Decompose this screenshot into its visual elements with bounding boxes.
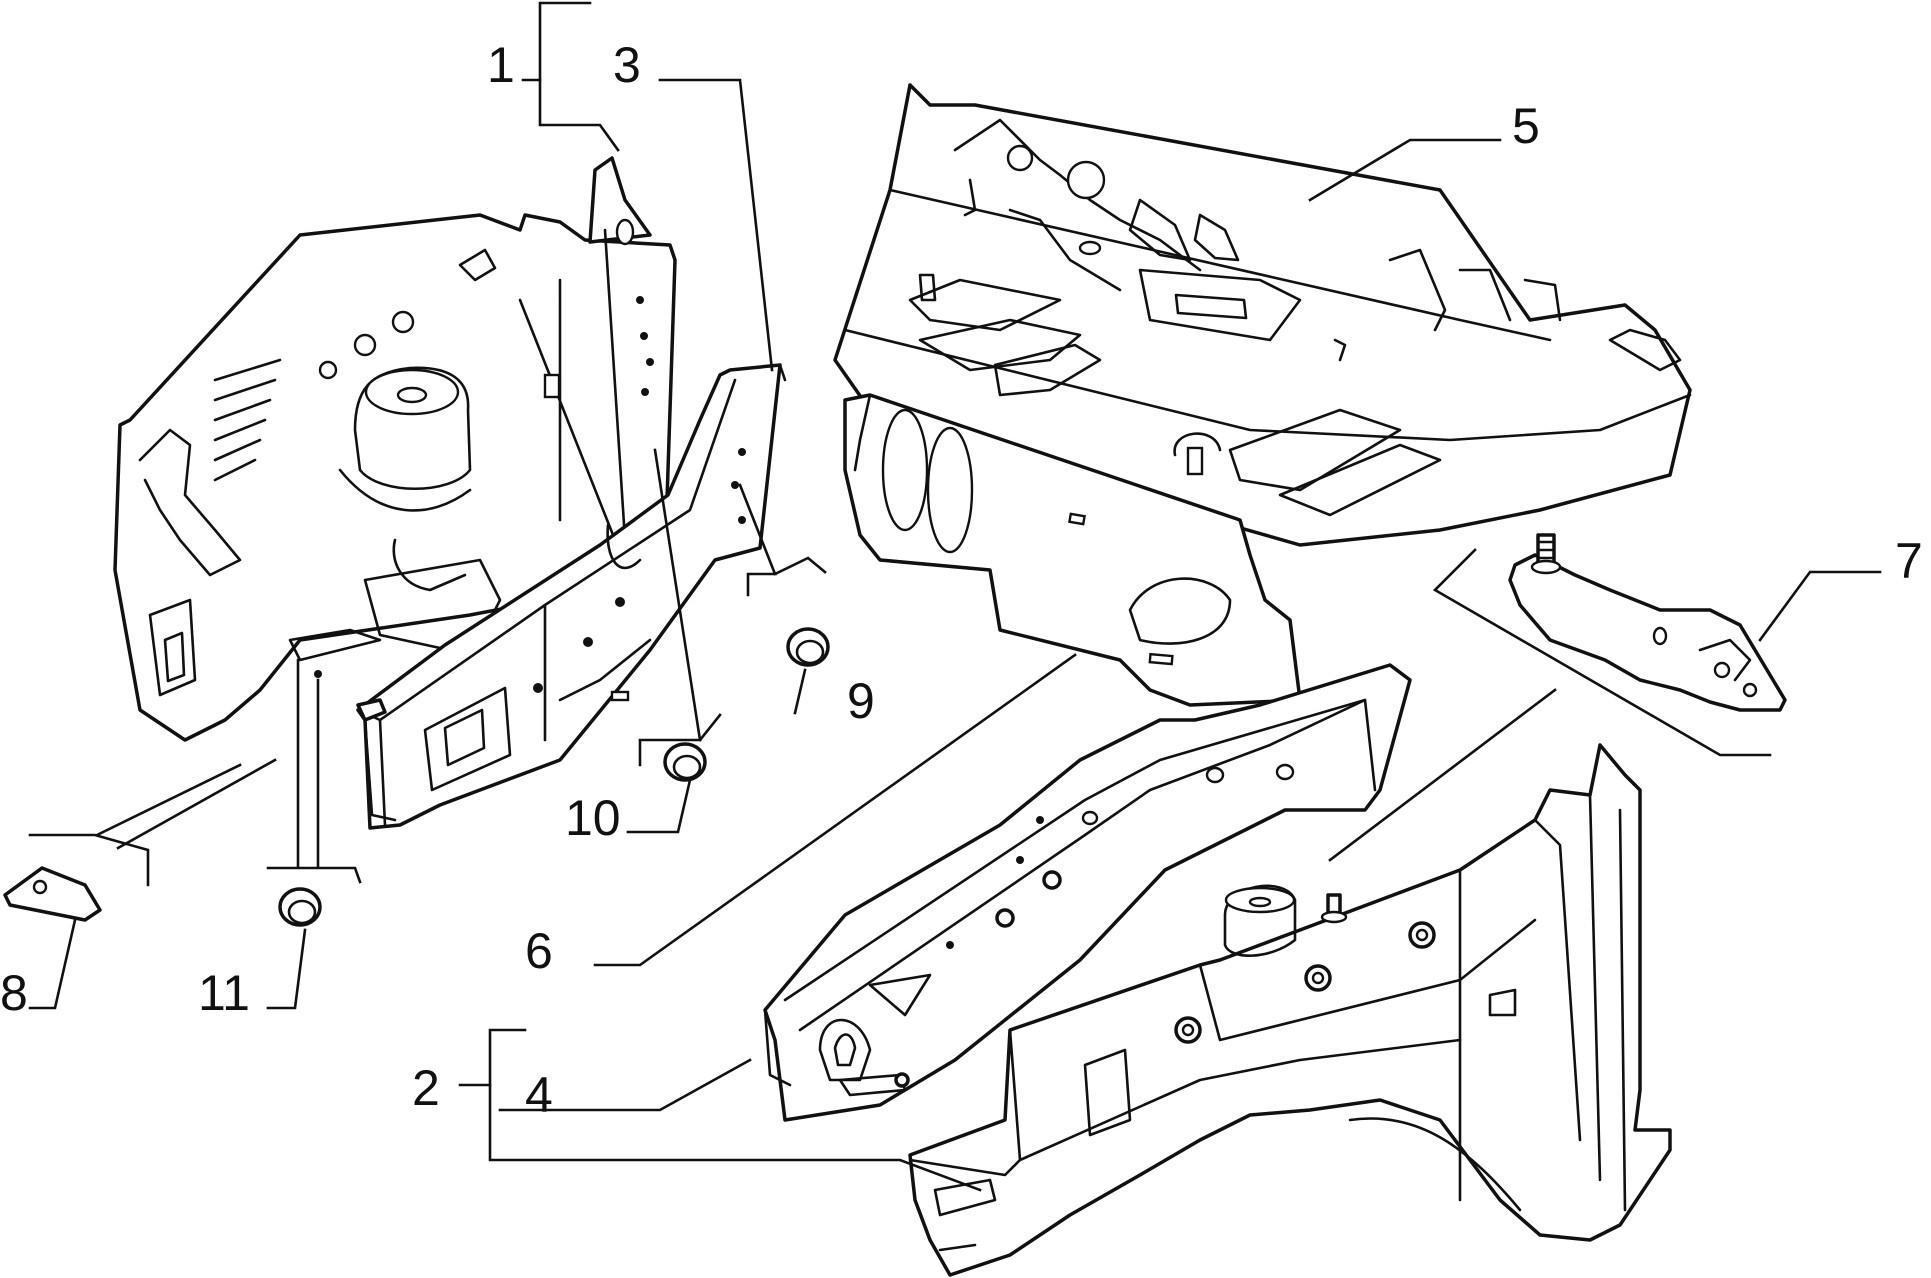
part-2-right-wheelhouse-panel[interactable]: [908, 743, 1672, 1277]
callout-5[interactable]: 5: [1512, 98, 1540, 154]
callout-11[interactable]: 11: [198, 965, 250, 1021]
part-9-plug[interactable]: [786, 627, 830, 667]
part-5-rear-shelf-panel[interactable]: [833, 83, 1692, 547]
callout-3[interactable]: 3: [613, 37, 641, 93]
callout-1[interactable]: 1: [487, 37, 515, 93]
part-3-left-longitudinal-rail[interactable]: [356, 363, 787, 830]
leader-lines: [28, 1, 1882, 1192]
callout-4[interactable]: 4: [525, 1067, 553, 1123]
part-8-gusset-plate[interactable]: [3, 866, 102, 922]
callout-9[interactable]: 9: [847, 673, 875, 729]
part-4-right-longitudinal-rail[interactable]: [763, 663, 1412, 1122]
callout-labels: 1 3 5 7 9 10 6 8 11 2 4: [0, 37, 1923, 1123]
part-11-plug[interactable]: [278, 887, 322, 927]
part-6-bulkhead-panel[interactable]: [843, 393, 1302, 707]
callout-8[interactable]: 8: [0, 965, 28, 1021]
part-10-plug[interactable]: [663, 742, 707, 782]
part-7-stud-bracket[interactable]: [1508, 533, 1787, 712]
callout-2[interactable]: 2: [412, 1060, 440, 1116]
callout-7[interactable]: 7: [1895, 533, 1923, 589]
part-1-left-wheelhouse-panel[interactable]: [113, 156, 677, 742]
callout-6[interactable]: 6: [525, 923, 553, 979]
callout-10[interactable]: 10: [565, 790, 621, 846]
